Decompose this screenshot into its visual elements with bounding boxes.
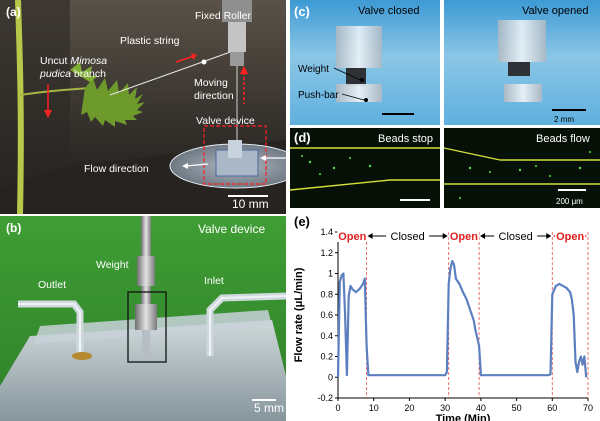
phase-label-bg xyxy=(448,229,479,242)
x-axis-label: Time (Min) xyxy=(436,413,491,421)
x-tick-label: 20 xyxy=(404,403,414,413)
x-tick-label: 40 xyxy=(476,403,486,413)
label-uncut-branch-line2: pudica branch xyxy=(39,68,106,80)
scale-label-d: 200 μm xyxy=(556,197,583,206)
y-tick-label: 1.4 xyxy=(320,227,333,237)
x-tick-label: 10 xyxy=(369,403,379,413)
phase-label: Closed xyxy=(391,231,425,243)
label-valve-closed: Valve closed xyxy=(358,5,420,17)
phase-label: Closed xyxy=(499,231,533,243)
y-tick-label: 1 xyxy=(328,269,333,279)
phase-arrowhead-left xyxy=(367,233,373,239)
phase-label: Open xyxy=(450,231,478,243)
phase-label-bg xyxy=(386,229,430,242)
weight-highlight-box xyxy=(127,291,167,363)
x-tick-label: 60 xyxy=(547,403,557,413)
x-tick-label: 50 xyxy=(512,403,522,413)
y-tick-label: 0.2 xyxy=(320,352,333,362)
label-inlet: Inlet xyxy=(204,275,224,287)
label-fixed-roller: Fixed Roller xyxy=(195,10,252,22)
phase-label-bg xyxy=(494,229,538,242)
y-axis-label: Flow rate (μL/min) xyxy=(293,267,305,362)
panel-c: (c) Valve closed Valve opened Weight Pus… xyxy=(290,0,600,125)
y-tick-label: 0.4 xyxy=(320,331,333,341)
label-weight-c: Weight xyxy=(298,64,329,75)
phase-label-bg xyxy=(337,229,368,242)
phase-arrowhead-right xyxy=(546,233,552,239)
panel-a: (a) Fixed Roller Plastic string Uncut Mi… xyxy=(0,0,286,214)
scale-label-c: 2 mm xyxy=(554,115,574,124)
panel-b-letter: (b) xyxy=(6,221,21,235)
phase-label: Open xyxy=(556,231,584,243)
panel-d: (d) Beads stop Beads flow 200 μm xyxy=(290,128,600,208)
y-tick-label: -0.2 xyxy=(317,393,333,403)
label-beads-stop: Beads stop xyxy=(378,133,433,145)
mimosa-leaves xyxy=(81,78,145,127)
label-weight-b: Weight xyxy=(96,259,129,271)
flow-rate-series xyxy=(336,259,588,378)
x-tick-label: 70 xyxy=(583,403,593,413)
panel-c-letter: (c) xyxy=(294,4,310,19)
label-plastic-string: Plastic string xyxy=(120,35,180,47)
y-tick-label: 1.2 xyxy=(320,248,333,258)
scale-label-b: 5 mm xyxy=(254,401,284,415)
phase-arrowhead-left xyxy=(480,233,486,239)
label-valve-device-title: Valve device xyxy=(198,222,265,236)
label-valve-opened: Valve opened xyxy=(522,5,588,17)
x-tick-label: 0 xyxy=(335,403,340,413)
label-flow-direction: Flow direction xyxy=(84,163,149,175)
panel-b: (b) Valve device Weight Outlet Inlet 5 m… xyxy=(0,216,286,421)
label-valve-device: Valve device xyxy=(196,115,255,127)
y-tick-label: 0 xyxy=(328,372,333,382)
scale-label-a: 10 mm xyxy=(232,197,269,211)
phase-label: Open xyxy=(338,231,366,243)
panel-d-letter: (d) xyxy=(294,130,311,145)
y-tick-label: 0.6 xyxy=(320,310,333,320)
phase-label-bg xyxy=(555,229,586,242)
y-tick-label: 0.8 xyxy=(320,289,333,299)
x-tick-label: 30 xyxy=(440,403,450,413)
label-moving-direction-1: Moving xyxy=(194,77,228,89)
label-uncut-branch-line1: Uncut Mimosa xyxy=(40,55,107,67)
panel-e-letter: (e) xyxy=(294,214,310,229)
panel-a-letter: (a) xyxy=(6,5,21,19)
phase-arrowhead-right xyxy=(442,233,448,239)
label-push-bar: Push-bar xyxy=(298,90,339,101)
label-outlet: Outlet xyxy=(38,279,66,291)
label-beads-flow: Beads flow xyxy=(536,133,590,145)
label-moving-direction-2: direction xyxy=(194,90,234,102)
